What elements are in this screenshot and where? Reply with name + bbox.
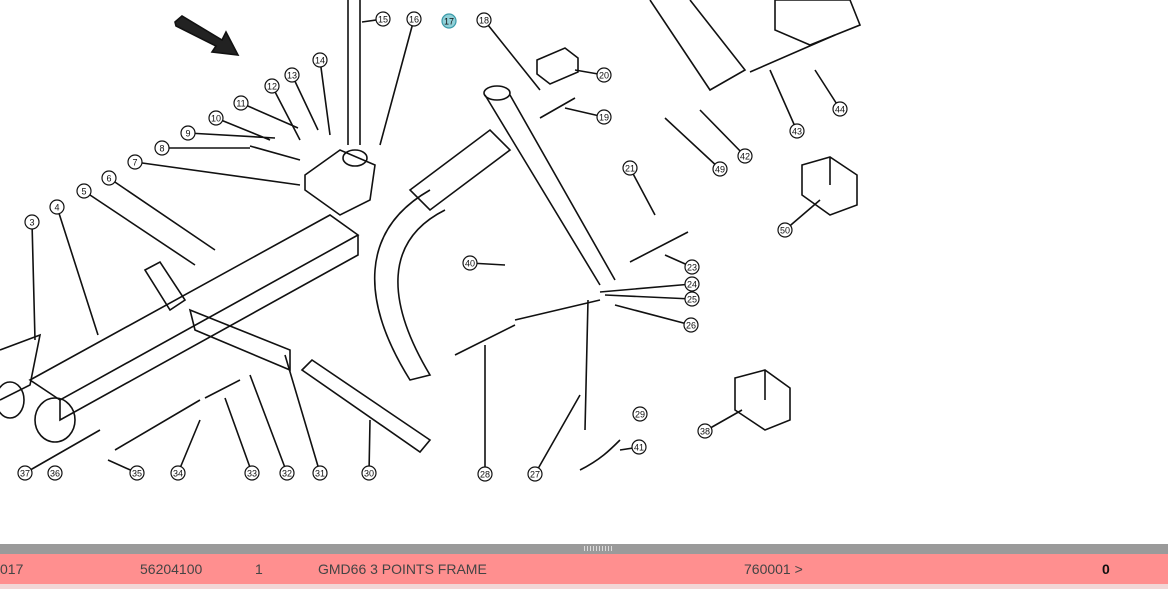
callout-9[interactable]: 9	[180, 125, 196, 141]
callout-label: 3	[29, 218, 34, 228]
callout-label: 6	[106, 174, 111, 184]
callout-15[interactable]: 15	[375, 11, 391, 27]
callout-41[interactable]: 41	[631, 439, 647, 455]
callout-29[interactable]: 29	[632, 406, 648, 422]
callout-37[interactable]: 37	[17, 465, 33, 481]
callout-36[interactable]: 36	[47, 465, 63, 481]
callout-label: 16	[409, 15, 419, 25]
callout-label: 24	[687, 280, 697, 290]
callout-label: 8	[159, 144, 164, 154]
callout-label: 44	[835, 105, 845, 115]
part-number-cell: 56204100	[140, 561, 203, 577]
callout-38[interactable]: 38	[697, 423, 713, 439]
direction-arrow	[174, 15, 240, 56]
callout-10[interactable]: 10	[208, 110, 224, 126]
callout-24[interactable]: 24	[684, 276, 700, 292]
callout-16[interactable]: 16	[406, 11, 422, 27]
callout-label: 37	[20, 469, 30, 479]
serial-cell: 760001 >	[744, 561, 803, 577]
callout-14[interactable]: 14	[312, 52, 328, 68]
callout-label: 31	[315, 469, 325, 479]
callout-50[interactable]: 50	[777, 222, 793, 238]
description-cell: GMD66 3 POINTS FRAME	[318, 561, 487, 577]
callout-label: 14	[315, 56, 325, 66]
callout-23[interactable]: 23	[684, 259, 700, 275]
callout-label: 18	[479, 16, 489, 26]
callout-label: 50	[780, 226, 790, 236]
callout-11[interactable]: 11	[233, 95, 249, 111]
callout-label: 5	[81, 187, 86, 197]
callout-label: 27	[530, 470, 540, 480]
callout-43[interactable]: 43	[789, 123, 805, 139]
callout-17[interactable]: 17	[441, 13, 457, 29]
callout-label: 28	[480, 470, 490, 480]
callout-5[interactable]: 5	[76, 183, 92, 199]
callout-30[interactable]: 30	[361, 465, 377, 481]
callout-34[interactable]: 34	[170, 465, 186, 481]
callout-label: 42	[740, 152, 750, 162]
callout-33[interactable]: 33	[244, 465, 260, 481]
callout-40[interactable]: 40	[462, 255, 478, 271]
callout-4[interactable]: 4	[49, 199, 65, 215]
callout-25[interactable]: 25	[684, 291, 700, 307]
callout-7[interactable]: 7	[127, 154, 143, 170]
callout-label: 12	[267, 82, 277, 92]
callout-label: 11	[236, 99, 245, 109]
callout-21[interactable]: 21	[622, 160, 638, 176]
callout-26[interactable]: 26	[683, 317, 699, 333]
callout-label: 35	[132, 469, 142, 479]
callout-label: 26	[686, 321, 696, 331]
callout-20[interactable]: 20	[596, 67, 612, 83]
callout-44[interactable]: 44	[832, 101, 848, 117]
callout-19[interactable]: 19	[596, 109, 612, 125]
callout-label: 23	[687, 263, 697, 273]
callout-8[interactable]: 8	[154, 140, 170, 156]
callout-label: 49	[715, 165, 725, 175]
callout-13[interactable]: 13	[284, 67, 300, 83]
callout-label: 30	[364, 469, 374, 479]
callout-label: 17	[444, 17, 454, 27]
callout-label: 19	[599, 113, 609, 123]
callout-27[interactable]: 27	[527, 466, 543, 482]
callout-6[interactable]: 6	[101, 170, 117, 186]
callout-label: 21	[625, 164, 635, 174]
splitter-grip-icon[interactable]	[584, 546, 614, 551]
callout-3[interactable]: 3	[24, 214, 40, 230]
callout-label: 15	[378, 15, 388, 25]
callout-label: 34	[173, 469, 183, 479]
callout-12[interactable]: 12	[264, 78, 280, 94]
callout-label: 33	[247, 469, 257, 479]
callout-label: 20	[599, 71, 609, 81]
callout-label: 10	[211, 114, 221, 124]
callout-35[interactable]: 35	[129, 465, 145, 481]
quantity-cell: 1	[255, 561, 263, 577]
next-row-edge	[0, 584, 1168, 589]
callout-28[interactable]: 28	[477, 466, 493, 482]
callout-label: 43	[792, 127, 802, 137]
callout-label: 41	[634, 443, 644, 453]
callout-42[interactable]: 42	[737, 148, 753, 164]
callout-label: 40	[465, 259, 475, 269]
callout-label: 25	[687, 295, 697, 305]
callout-label: 9	[185, 129, 190, 139]
callout-label: 4	[54, 203, 59, 213]
callout-label: 29	[635, 410, 645, 420]
table-row[interactable]: 017 56204100 1 GMD66 3 POINTS FRAME 7600…	[0, 554, 1168, 584]
ref-cell: 017	[0, 561, 24, 577]
callout-31[interactable]: 31	[312, 465, 328, 481]
part-drawings	[0, 0, 862, 475]
callout-label: 38	[700, 427, 710, 437]
callout-32[interactable]: 32	[279, 465, 295, 481]
count-cell: 0	[1102, 561, 1110, 577]
callout-label: 13	[287, 71, 297, 81]
callout-label: 36	[50, 469, 60, 479]
callout-label: 7	[132, 158, 137, 168]
callout-18[interactable]: 18	[476, 12, 492, 28]
callout-label: 32	[282, 469, 292, 479]
callout-49[interactable]: 49	[712, 161, 728, 177]
panel-splitter[interactable]	[0, 544, 1168, 554]
